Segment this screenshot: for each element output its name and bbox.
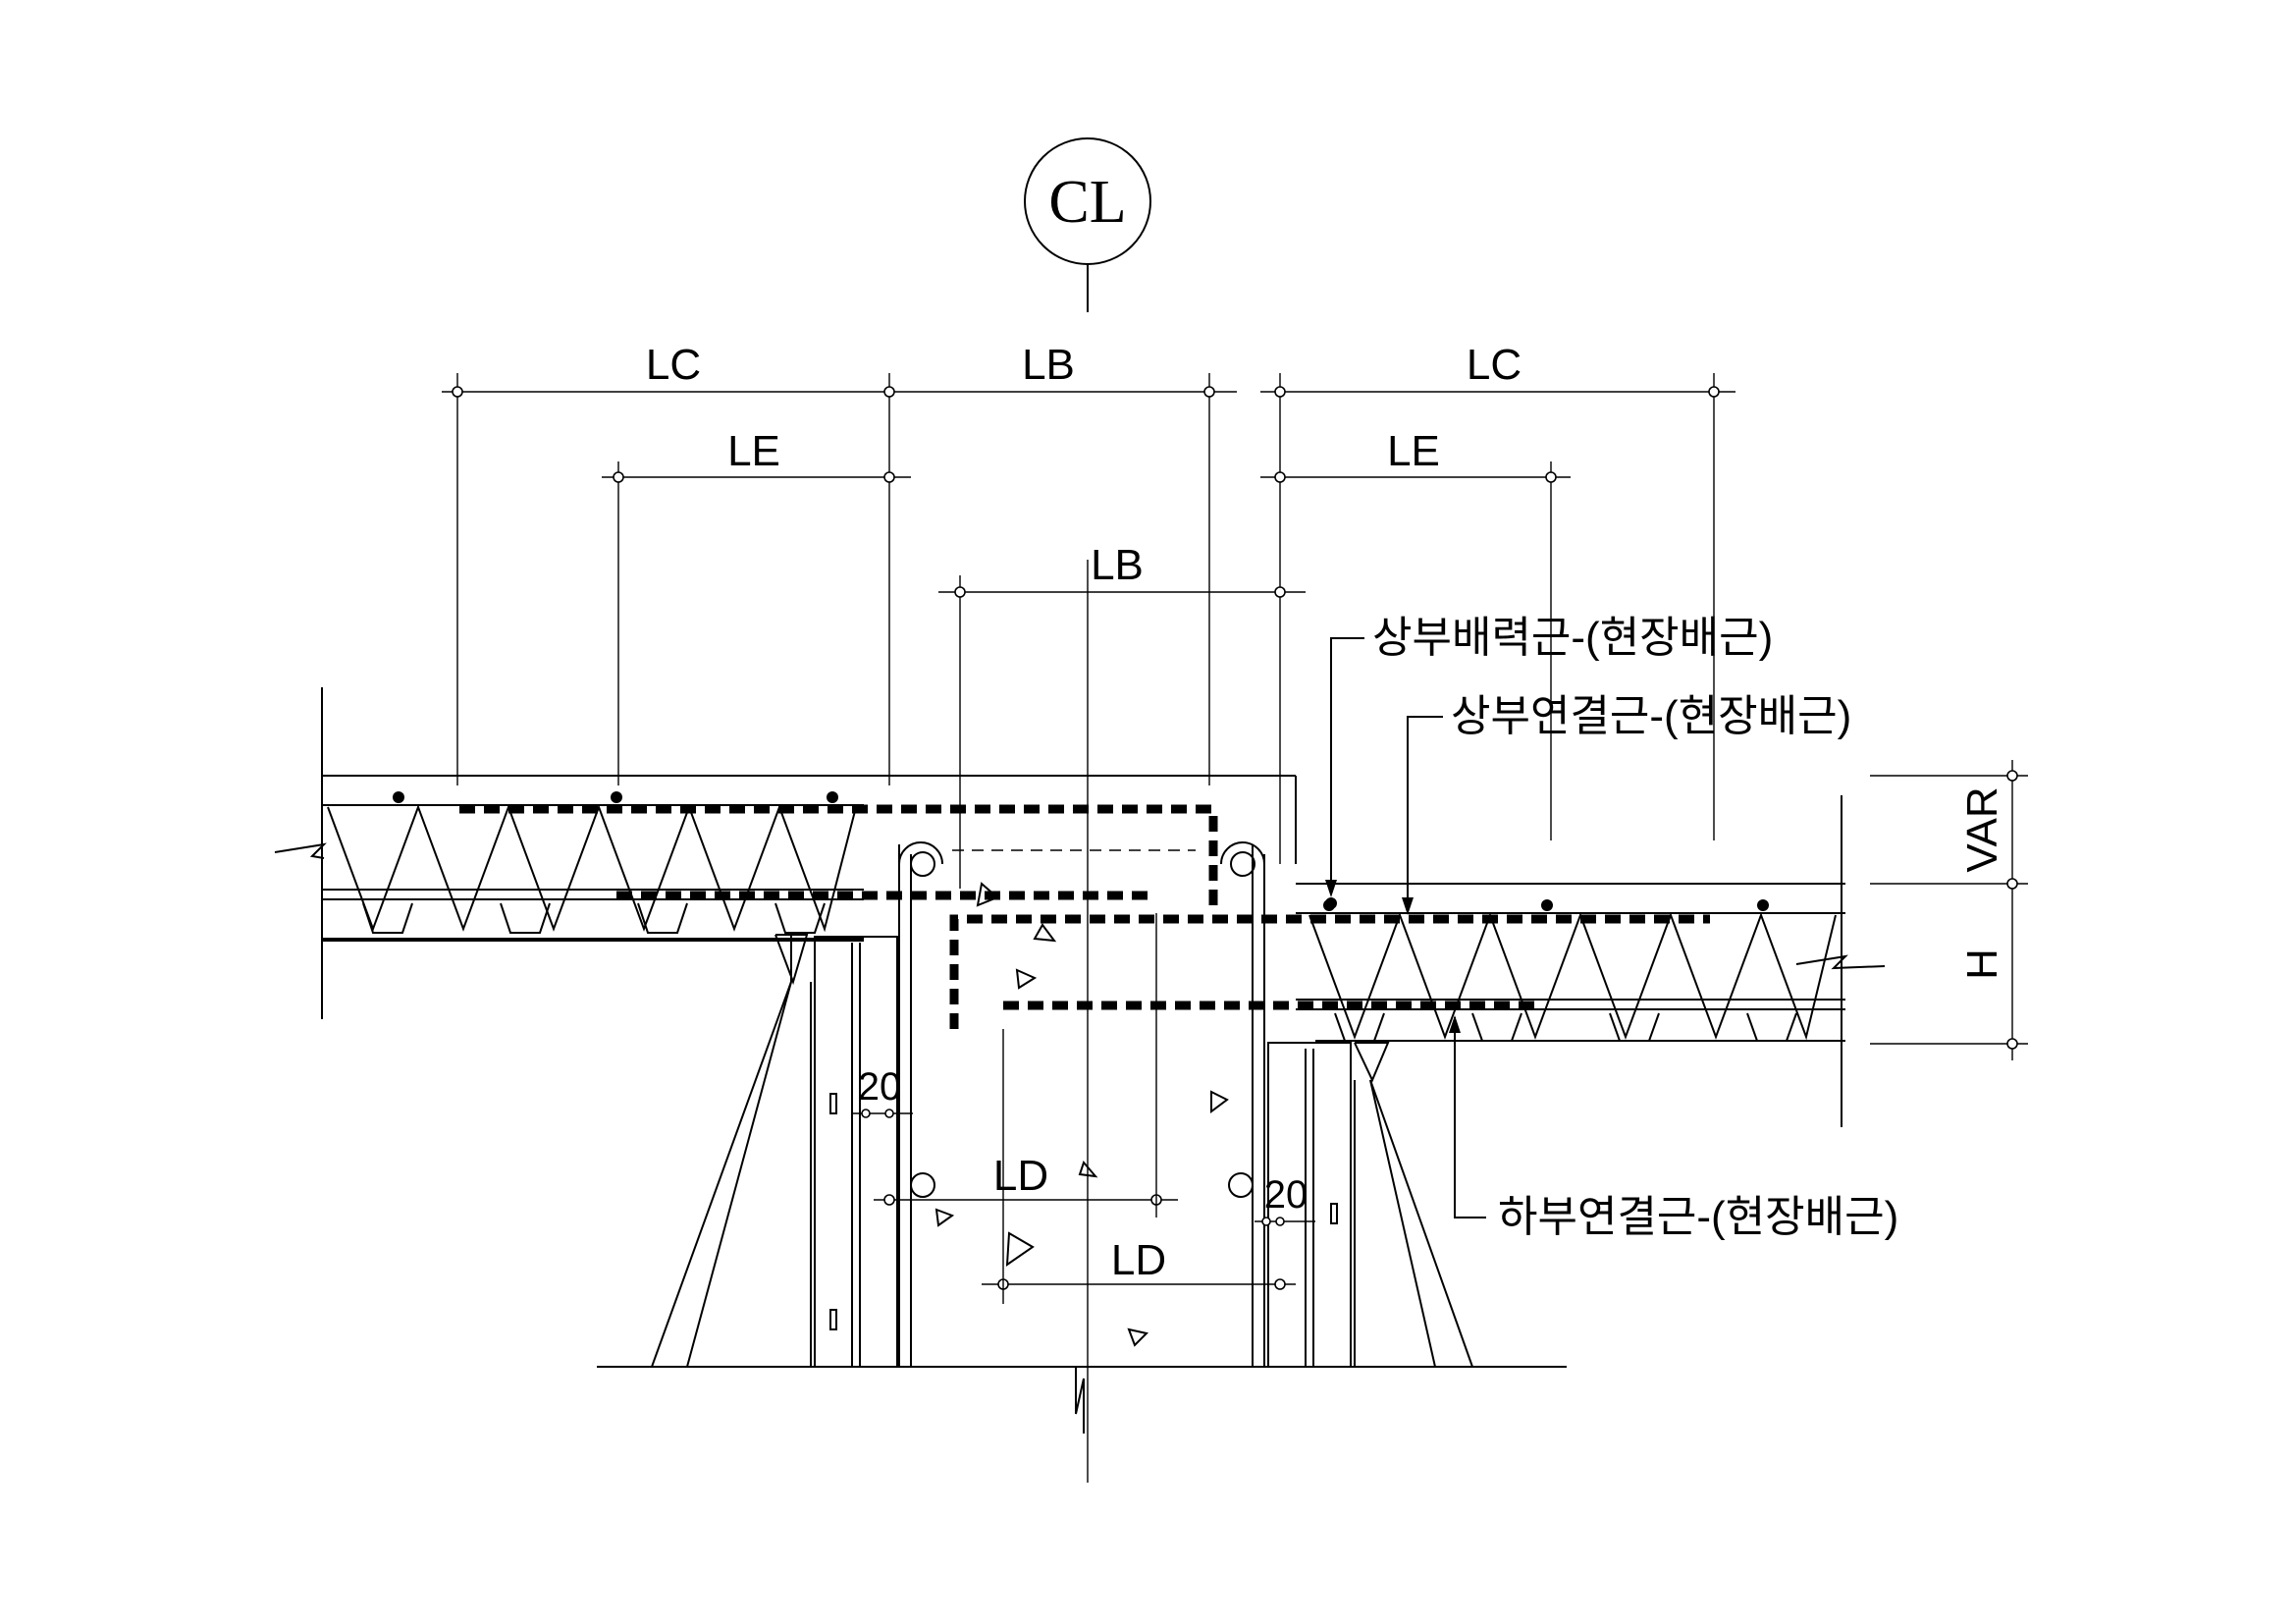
gap-label-left-20: 20	[858, 1065, 902, 1109]
callout-top-connection-bar: 상부연결근-(현장배근)	[1451, 692, 1851, 740]
dimension-lines	[442, 373, 2028, 1060]
dimension-ticks	[452, 386, 1720, 598]
dim-label-le-right: LE	[1387, 427, 1440, 475]
right-deck-flutes	[1334, 1012, 1797, 1042]
callout-leaders	[1325, 637, 1486, 1218]
stirrup-hook-left	[898, 841, 943, 865]
dim-label-h: H	[1958, 948, 2006, 980]
left-truss-zigzag	[327, 804, 857, 933]
rebar-top-right	[949, 914, 1710, 1029]
gap-label-right-20: 20	[1264, 1173, 1308, 1217]
dim-label-lb-top: LB	[1022, 341, 1075, 389]
callout-bottom-connection-bar: 하부연결근-(현장배근)	[1498, 1193, 1898, 1241]
left-deck-slab	[274, 687, 1296, 1019]
callout-top-distribution-bar: 상부배력근-(현장배근)	[1372, 614, 1773, 662]
ld-label-upper: LD	[993, 1152, 1048, 1200]
concrete-hatch	[934, 882, 1229, 1347]
rebar-top-left	[459, 804, 1218, 909]
ld-label-lower: LD	[1111, 1236, 1166, 1284]
left-deck-flutes	[362, 902, 826, 934]
right-break-mark	[1795, 954, 1886, 970]
ld-dimensions	[874, 913, 1296, 1304]
dim-label-lc-right: LC	[1467, 341, 1522, 389]
right-shore	[1369, 1079, 1473, 1368]
leader-top-connection	[1407, 716, 1443, 913]
bottom-break	[1060, 1366, 1085, 1434]
dim-label-var: VAR	[1958, 786, 2006, 872]
leader-top-distribution	[1330, 637, 1364, 893]
left-break-mark	[274, 842, 327, 859]
dim-label-lc-left: LC	[646, 341, 701, 389]
gap-dimensions	[852, 1109, 1315, 1226]
beam-section	[597, 841, 1567, 1434]
dim-label-le-left: LE	[727, 427, 780, 475]
dim-label-lb-mid: LB	[1091, 541, 1144, 589]
centerline-marker: CL	[1024, 137, 1151, 1483]
right-form-panel	[1267, 1042, 1352, 1368]
leader-bottom-connection	[1454, 1017, 1486, 1218]
formwork-left	[651, 933, 898, 1368]
right-deck-slab	[1295, 776, 1886, 1127]
left-form-panel	[814, 936, 898, 1368]
centerline-symbol: CL	[1048, 169, 1126, 236]
rebar-layout	[459, 804, 1710, 1029]
left-shore	[651, 981, 792, 1368]
formwork-right	[1267, 1042, 1473, 1368]
right-truss-zigzag	[1308, 912, 1837, 1041]
stirrup-hook-right	[1220, 841, 1265, 865]
